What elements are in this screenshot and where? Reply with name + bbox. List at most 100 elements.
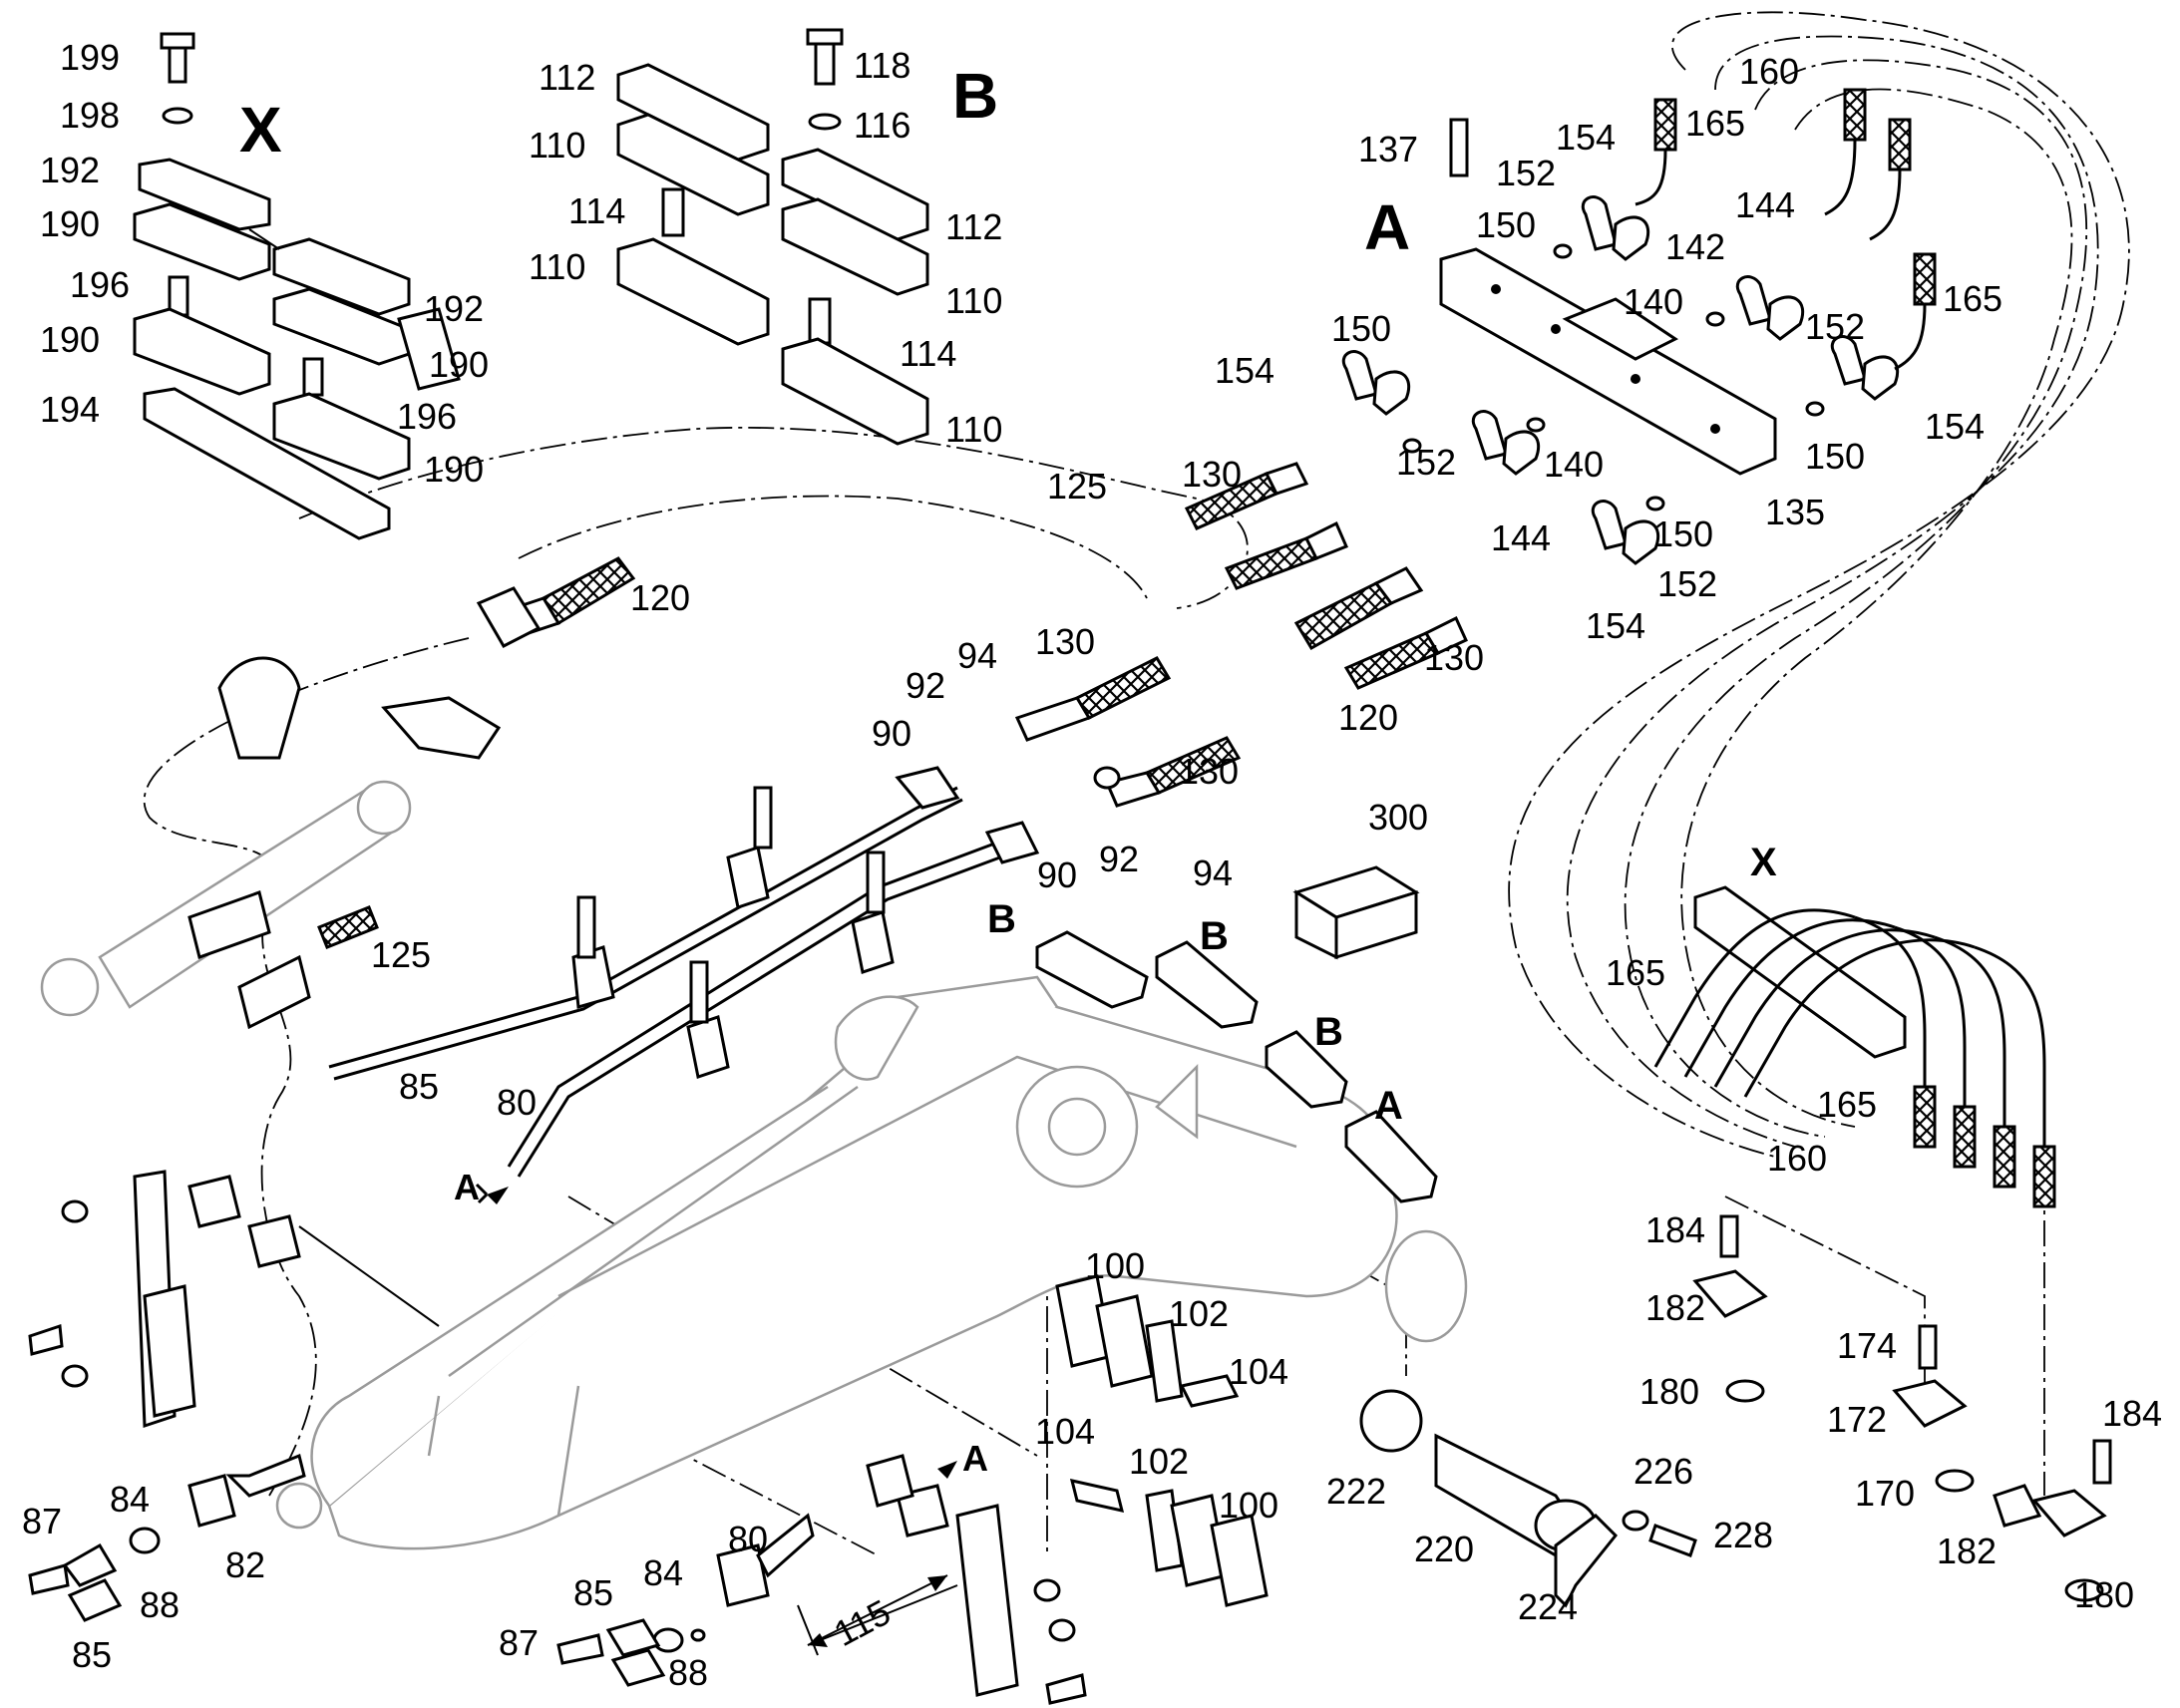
- callout-192: 192: [424, 288, 484, 329]
- view-marker-a-boom: A: [1374, 1084, 1403, 1128]
- callout-100: 100: [1085, 1245, 1145, 1286]
- view-marker-b-top: B: [952, 60, 998, 132]
- callout-125: 125: [1047, 466, 1107, 507]
- callout-140: 140: [1624, 281, 1683, 322]
- callout-222: 222: [1326, 1471, 1386, 1512]
- callout-84: 84: [643, 1552, 683, 1593]
- callout-226: 226: [1634, 1451, 1693, 1492]
- boom-assembly: [275, 975, 1468, 1550]
- clamp-group-b: [616, 28, 929, 446]
- bottom-left-brackets: [28, 1170, 440, 1622]
- callout-130: 130: [1179, 751, 1239, 792]
- callout-102: 102: [1169, 1293, 1229, 1334]
- hydraulic-cylinder: [40, 307, 502, 1030]
- callout-198: 198: [60, 95, 120, 136]
- callout-85: 85: [573, 1572, 613, 1613]
- callout-88: 88: [140, 1584, 180, 1625]
- callout-150: 150: [1476, 204, 1536, 245]
- callout-120: 120: [1338, 697, 1398, 738]
- callout-116: 116: [854, 105, 910, 146]
- callout-150: 150: [1653, 513, 1713, 554]
- middle-bottom-parts: [1055, 1274, 1697, 1608]
- callout-228: 228: [1713, 1515, 1773, 1555]
- callout-104: 104: [1035, 1411, 1095, 1452]
- callout-144: 144: [1491, 517, 1551, 558]
- callout-152: 152: [1805, 306, 1865, 347]
- callout-184: 184: [2102, 1393, 2162, 1434]
- callout-194: 194: [40, 389, 100, 430]
- callout-174: 174: [1837, 1325, 1897, 1366]
- callout-199: 199: [60, 37, 120, 78]
- dimension-115: [807, 1574, 948, 1647]
- callout-85: 85: [399, 1066, 439, 1107]
- callout-112: 112: [539, 57, 595, 98]
- callout-154: 154: [1925, 406, 1985, 447]
- view-marker-x-right: X: [1750, 841, 1777, 884]
- callout-150: 150: [1805, 436, 1865, 477]
- view-marker-x-top: X: [239, 94, 282, 166]
- callout-224: 224: [1518, 1586, 1578, 1627]
- callout-110: 110: [529, 246, 585, 287]
- callout-196: 196: [397, 396, 457, 437]
- callout-165: 165: [1685, 103, 1745, 144]
- callout-152: 152: [1396, 442, 1456, 483]
- bottom-middle-brackets: [556, 1454, 1087, 1705]
- callout-154: 154: [1215, 350, 1274, 391]
- callout-94: 94: [1193, 853, 1233, 893]
- callout-154: 154: [1556, 117, 1616, 158]
- steel-lines: [328, 766, 1040, 1178]
- callout-190: 190: [40, 203, 100, 244]
- callout-142: 142: [1665, 226, 1725, 267]
- callout-84: 84: [110, 1479, 150, 1520]
- callout-182: 182: [1937, 1531, 1997, 1571]
- view-marker-labels: X B A X B B B A A A: [239, 60, 1777, 1479]
- callout-150: 150: [1331, 308, 1391, 349]
- callout-300: 300: [1368, 797, 1428, 838]
- callout-152: 152: [1657, 563, 1717, 604]
- callout-154: 154: [1586, 605, 1645, 646]
- callout-114: 114: [568, 190, 625, 231]
- callout-90: 90: [1037, 854, 1077, 895]
- hydraulic-hoses-upper: [317, 462, 1468, 949]
- manifold-block-a: [1342, 88, 1937, 565]
- callout-192: 192: [40, 150, 100, 190]
- callout-130: 130: [1424, 637, 1484, 678]
- callout-190: 190: [40, 319, 100, 360]
- callout-165: 165: [1943, 278, 2002, 319]
- direction-arrows: [475, 1183, 957, 1479]
- callout-82: 82: [225, 1544, 265, 1585]
- callout-165: 165: [1817, 1084, 1877, 1125]
- callout-170: 170: [1855, 1473, 1915, 1514]
- callout-80: 80: [497, 1082, 537, 1123]
- callout-152: 152: [1496, 153, 1556, 193]
- callout-190: 190: [429, 344, 489, 385]
- callout-118: 118: [854, 45, 910, 86]
- callout-88: 88: [668, 1652, 708, 1693]
- callout-114: 114: [900, 333, 956, 374]
- callout-160: 160: [1739, 51, 1799, 92]
- callout-130: 130: [1035, 621, 1095, 662]
- callout-120: 120: [630, 577, 690, 618]
- arrow-label-a-bottom: A: [962, 1438, 988, 1479]
- callout-130: 130: [1182, 454, 1242, 495]
- view-marker-b-boom-1: B: [987, 897, 1016, 941]
- callout-172: 172: [1827, 1399, 1887, 1440]
- callout-115: 115: [828, 1591, 898, 1654]
- callout-87: 87: [22, 1501, 62, 1541]
- callout-137: 137: [1358, 129, 1418, 170]
- callout-180: 180: [2074, 1574, 2134, 1615]
- callout-104: 104: [1229, 1351, 1288, 1392]
- callout-140: 140: [1544, 444, 1604, 485]
- callout-190: 190: [424, 449, 484, 490]
- callout-102: 102: [1129, 1441, 1189, 1482]
- callout-160: 160: [1767, 1138, 1827, 1179]
- callout-80: 80: [728, 1519, 768, 1559]
- callout-110: 110: [945, 280, 1002, 321]
- callout-87: 87: [499, 1622, 539, 1663]
- callout-180: 180: [1639, 1371, 1699, 1412]
- callout-110: 110: [945, 409, 1002, 450]
- clamp-group-x: [133, 32, 411, 540]
- block-strips: [1035, 865, 1438, 1203]
